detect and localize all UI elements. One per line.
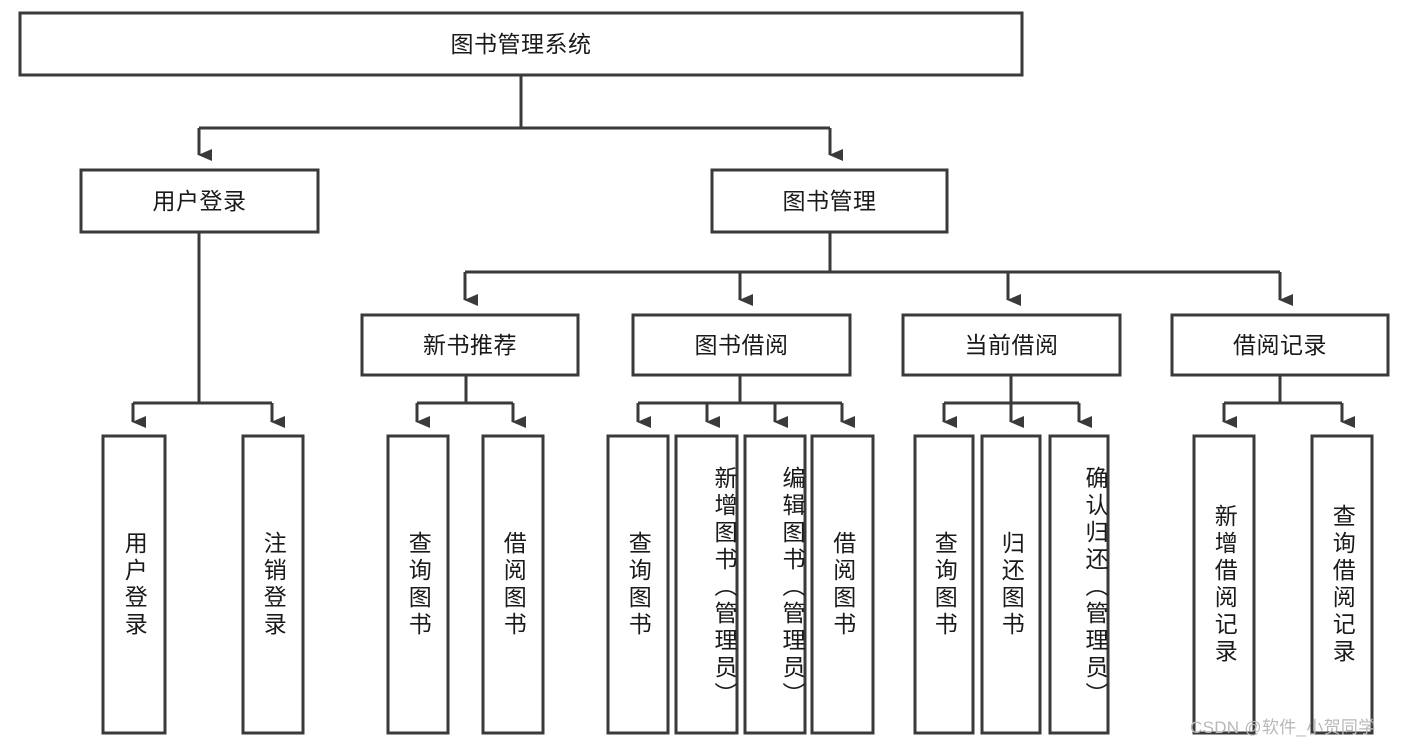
leaf-add-book-admin[interactable]	[674, 434, 739, 735]
leaf-return-book[interactable]	[980, 434, 1042, 735]
leaf-user-logout[interactable]	[241, 434, 305, 735]
leaf-query-book-current[interactable]	[913, 434, 975, 735]
connector-borrow-bus	[638, 375, 842, 405]
node-book-borrow[interactable]	[631, 313, 852, 377]
leaf-edit-book-admin[interactable]	[743, 434, 807, 735]
node-borrow-record[interactable]	[1170, 313, 1390, 377]
node-root[interactable]	[18, 11, 1024, 77]
node-current-borrow[interactable]	[901, 313, 1122, 377]
connector-ul-bus	[133, 232, 272, 405]
connectors	[131, 75, 1355, 428]
leaf-confirm-return-admin[interactable]	[1048, 434, 1110, 735]
csdn-watermark: CSDN @软件_小贺同学	[1190, 718, 1376, 737]
leaf-query-book-borrow[interactable]	[606, 434, 670, 735]
leaf-borrow-book-rec[interactable]	[481, 434, 545, 735]
node-book-management[interactable]	[710, 168, 949, 234]
leaf-borrow-book[interactable]	[810, 434, 875, 735]
node-new-book-recommend[interactable]	[360, 313, 580, 377]
connector-root-bus	[197, 75, 832, 152]
connector-bm-bus	[465, 232, 1280, 274]
leaf-query-borrow-record[interactable]	[1310, 434, 1374, 735]
leaf-add-borrow-record[interactable]	[1192, 434, 1256, 735]
leaf-query-book-rec[interactable]	[386, 434, 450, 735]
node-rectangles	[18, 11, 1390, 735]
connector-record-bus	[1224, 375, 1342, 405]
connector-current-bus	[944, 375, 1079, 405]
connector-rec-bus	[417, 375, 513, 405]
node-user-login[interactable]	[79, 168, 320, 234]
leaf-user-login[interactable]	[101, 434, 167, 735]
